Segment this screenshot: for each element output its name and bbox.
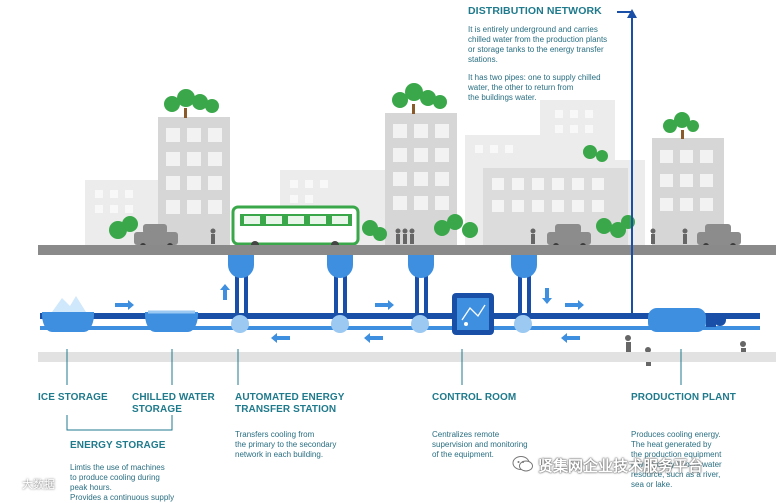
wechat-logo-icon <box>512 456 533 472</box>
building-center <box>385 113 457 245</box>
distribution-pointer-line <box>617 9 637 315</box>
production-plant-desc: Produces cooling energy. The heat genera… <box>631 430 722 489</box>
building-left <box>158 117 230 245</box>
corner-watermark: 大数据 <box>22 478 55 491</box>
pipe-network <box>40 255 760 333</box>
cars <box>134 224 741 245</box>
control-room-box <box>452 293 494 335</box>
energy-storage-label: ENERGY STORAGE <box>70 440 166 451</box>
control-room-desc: Centralizes remote supervision and monit… <box>432 430 528 459</box>
leader-lines <box>66 349 682 431</box>
energy-storage-desc: Limtis the use of machines to produce co… <box>70 463 175 502</box>
rooftop-trees <box>164 83 699 162</box>
chilled-water-tank <box>144 310 199 333</box>
tram <box>231 205 360 249</box>
ats-label: AUTOMATED ENERGY TRANSFER STATION <box>235 392 345 415</box>
ats-desc: Transfers cooling from the primary to th… <box>235 430 337 459</box>
distribution-network-desc-2: It has two pipes: one to supply chilled … <box>468 73 601 102</box>
chilled-water-storage-label: CHILLED WATER STORAGE <box>132 392 215 415</box>
ice-storage-tank <box>41 296 95 333</box>
production-plant-label: PRODUCTION PLANT <box>631 392 736 403</box>
control-room-label: CONTROL ROOM <box>432 392 517 403</box>
watermark-text: 贤集网企业技术服务平台 <box>538 457 704 475</box>
flow-arrows <box>115 284 584 343</box>
underground-band <box>38 352 776 362</box>
distribution-network-title: DISTRIBUTION NETWORK <box>468 5 602 17</box>
ice-storage-label: ICE STORAGE <box>38 392 108 403</box>
road-surface <box>38 245 776 255</box>
production-plant-unit <box>648 308 726 332</box>
distribution-network-desc-1: It is entirely underground and carries c… <box>468 25 608 64</box>
